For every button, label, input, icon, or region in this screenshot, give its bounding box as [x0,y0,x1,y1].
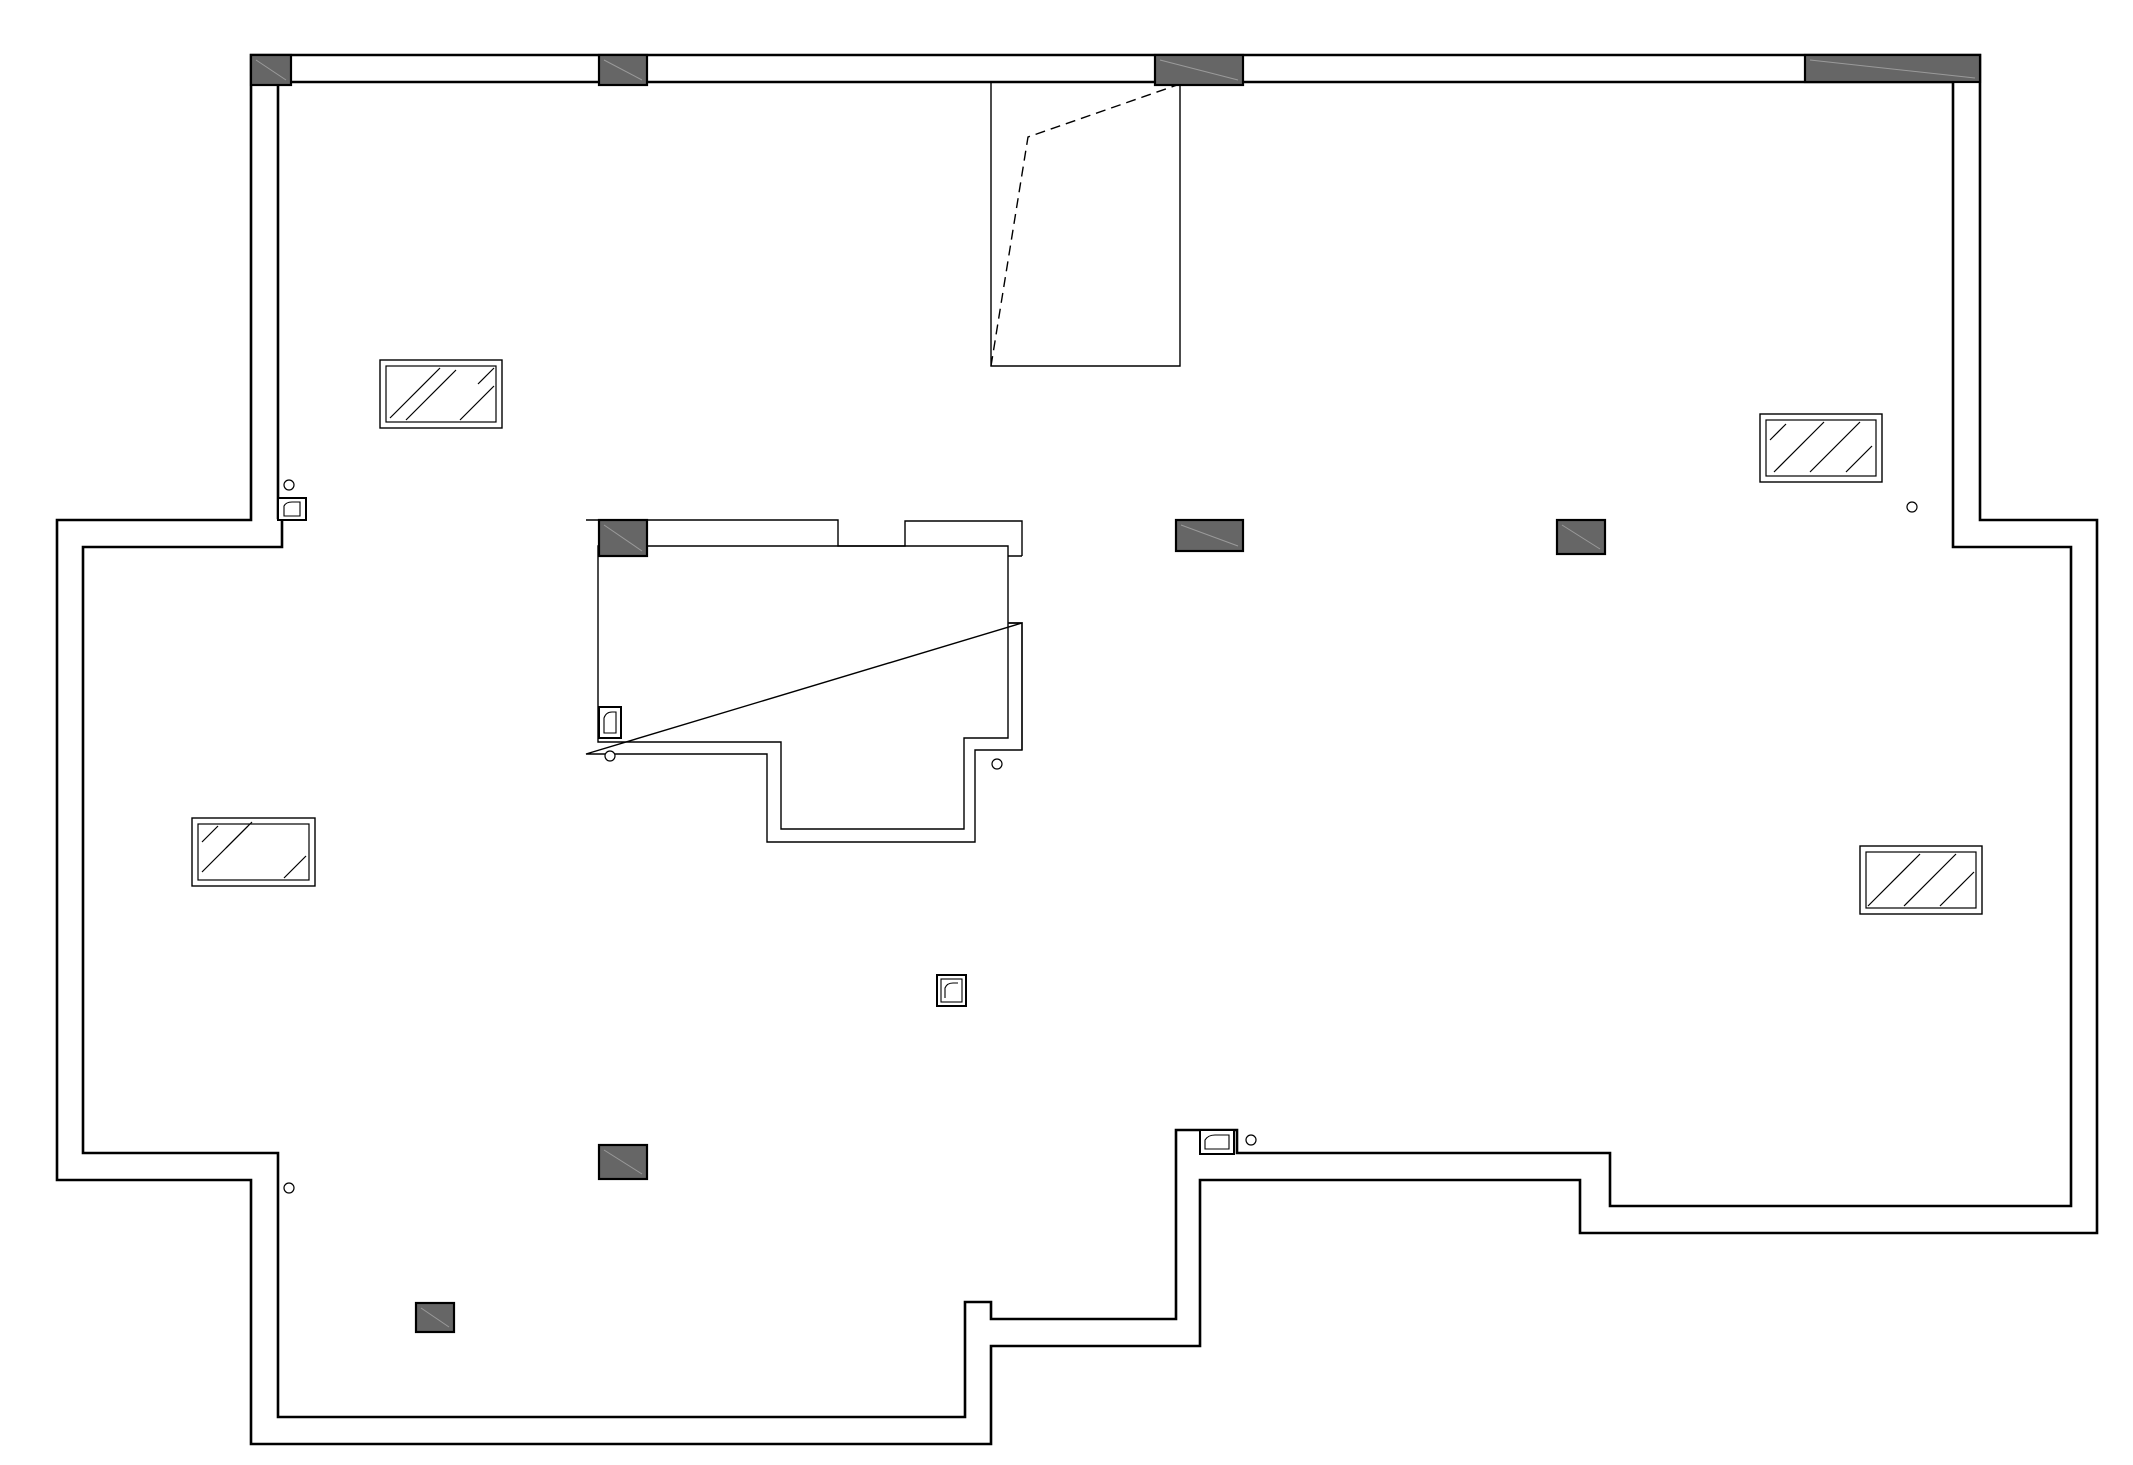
core-wall-outer-line [585,519,1023,843]
stair-opening-outline [990,82,1181,367]
shaft [277,497,307,521]
skylight [379,359,503,429]
structural-column [597,518,649,558]
structural-column [1174,518,1245,553]
structural-column [1555,518,1607,556]
shaft [598,706,622,739]
skylight [1759,413,1883,483]
structural-column [1803,53,1982,84]
structural-column [597,1143,649,1181]
structural-column [597,53,649,87]
floor-drain [283,1182,295,1194]
shafts [277,497,1235,1155]
floor-drains [283,479,1918,1194]
exterior-wall-inner-line [81,80,2073,1419]
exterior-wall [55,53,2099,1446]
stair-opening [990,82,1181,367]
skylight [191,817,316,887]
shaft [1199,1129,1235,1155]
structural-column [414,1301,456,1334]
structural-column [249,53,293,87]
stair-direction-dashed-line [990,83,1181,367]
floor-drain [991,758,1003,770]
core-walls [585,519,1023,843]
shaft [936,974,967,1007]
core-wall-inner-line [597,545,1009,830]
exterior-wall-outer-line [55,53,2099,1446]
floor-drain [283,479,295,491]
floor-drain [604,750,616,762]
skylight [1859,845,1983,915]
structural-column [1153,53,1245,87]
skylights [191,359,1983,915]
floor-drain [1906,501,1918,513]
structural-columns [249,53,1982,1334]
core-wall-stub-right [1008,555,1023,750]
floor-drain [1245,1134,1257,1146]
